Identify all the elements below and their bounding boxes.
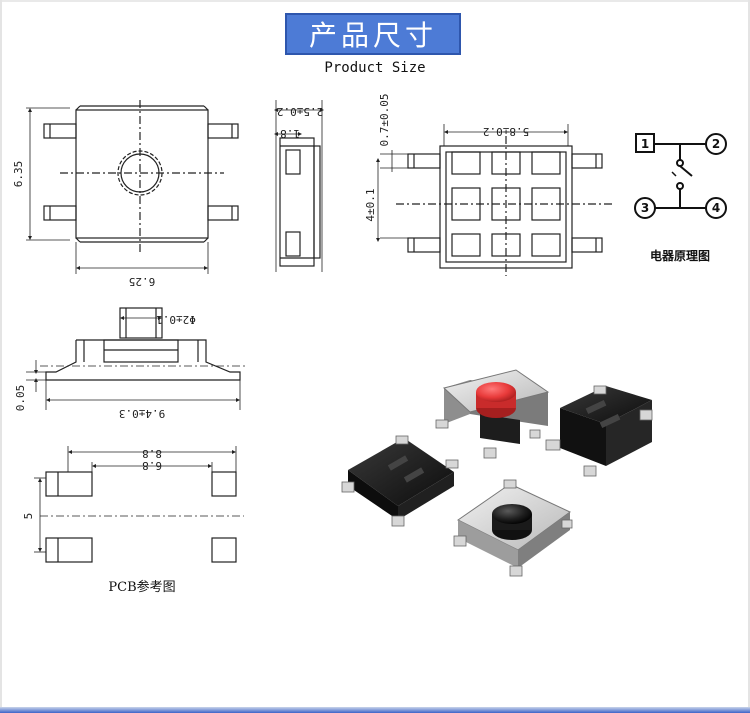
dim-bottom-vertical-mid: 4±0.1 (364, 188, 377, 221)
product-photo-black-button-switch (453, 479, 573, 577)
dim-side-top: 2.5±0.2 (277, 105, 323, 118)
schematic-pin-4-label: 4 (712, 201, 720, 215)
title-banner: 产品尺寸 (285, 13, 461, 55)
dim-pcb-height: 5 (22, 513, 35, 520)
schematic-pin-4: 4 (705, 197, 727, 219)
pcb-label: PCB参考图 (108, 579, 175, 595)
schematic-pin-3: 3 (634, 197, 656, 219)
product-photo-red-switch (435, 369, 550, 459)
dim-bottom-vertical-top: 0.7±0.05 (378, 94, 391, 147)
frame-top-border (0, 0, 750, 2)
dim-pcb-inner: 6.8 (142, 459, 162, 472)
frame-left-border (0, 0, 2, 713)
dim-top-width: 6.25 (129, 275, 156, 288)
schematic-pin-1-label: 1 (641, 137, 649, 151)
dim-front-stem: Φ2±0.1 (156, 313, 196, 326)
pcb-reference-drawing (34, 446, 244, 563)
dim-bottom-width: 5.8±0.2 (483, 125, 529, 138)
dim-side-second: 1.8 (280, 127, 300, 140)
frame-right-border (748, 0, 750, 713)
schematic-pin-1: 1 (635, 133, 655, 153)
dim-top-height: 6.35 (12, 161, 25, 188)
schematic-pin-3-label: 3 (641, 201, 649, 215)
dim-pcb-outer: 8.8 (142, 447, 162, 460)
frame-bottom-border (0, 707, 750, 713)
schematic-pin-2-label: 2 (712, 137, 720, 151)
schematic-diagram (654, 143, 706, 209)
top-view-drawing (26, 100, 239, 274)
dim-front-width: 9.4±0.3 (119, 407, 165, 420)
product-photo-black-switch-right (545, 385, 653, 477)
bottom-view-drawing (376, 124, 612, 276)
subtitle: Product Size (324, 60, 426, 76)
schematic-label: 电器原理图 (650, 248, 710, 263)
product-photo-black-switch-left (341, 435, 459, 527)
front-view-drawing (26, 307, 246, 410)
schematic-pin-2: 2 (705, 133, 727, 155)
side-view-drawing (274, 100, 324, 272)
dim-front-height: 0.05 (14, 385, 27, 412)
